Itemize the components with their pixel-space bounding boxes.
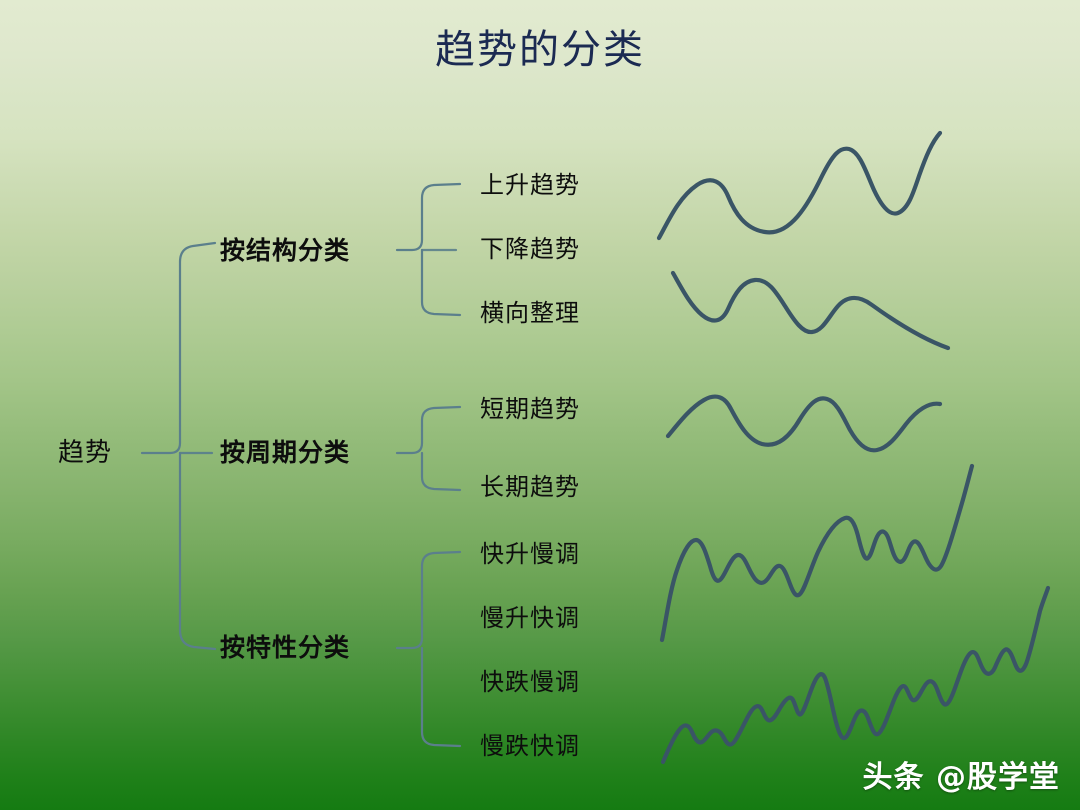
main-brace-connector bbox=[140, 241, 217, 455]
tree-branch-cycle: 按周期分类 bbox=[220, 438, 351, 467]
tree-branch-character: 按特性分类 bbox=[220, 633, 351, 662]
jagged-rising-curve-lower bbox=[660, 585, 1051, 765]
branch3-brace bbox=[395, 550, 462, 650]
branch1-brace-lower bbox=[420, 248, 462, 317]
tree-leaf-fast-rise-slow-adjust: 快升慢调 bbox=[480, 540, 580, 568]
tree-leaf-fast-fall-slow-adjust: 快跌慢调 bbox=[480, 668, 580, 696]
tree-leaf-short-term: 短期趋势 bbox=[480, 395, 580, 423]
tree-branch-structure: 按结构分类 bbox=[220, 236, 351, 265]
branch2-brace bbox=[395, 405, 462, 455]
downtrend-wave-curve bbox=[670, 270, 951, 351]
tree-leaf-long-term: 长期趋势 bbox=[480, 473, 580, 501]
tree-leaf-sideways: 横向整理 bbox=[480, 299, 580, 327]
uptrend-wave-curve bbox=[656, 130, 943, 241]
watermark-label: 头条 @股学堂 bbox=[862, 760, 1060, 795]
branch2-brace-lower bbox=[420, 451, 462, 492]
branch1-brace bbox=[395, 182, 462, 252]
tree-leaf-slow-fall-fast-adjust: 慢跌快调 bbox=[480, 732, 580, 760]
page-title: 趋势的分类 bbox=[435, 27, 645, 73]
tree-leaf-downtrend: 下降趋势 bbox=[480, 235, 580, 263]
main-brace-lower bbox=[178, 451, 217, 651]
jagged-rising-curve-upper bbox=[659, 463, 975, 643]
tree-root-label: 趋势 bbox=[58, 438, 113, 468]
tree-leaf-uptrend: 上升趋势 bbox=[480, 171, 580, 199]
branch3-brace-lower bbox=[420, 646, 462, 748]
sideways-wave-curve bbox=[665, 394, 943, 453]
tree-leaf-slow-rise-fast-adjust: 慢升快调 bbox=[480, 604, 580, 632]
